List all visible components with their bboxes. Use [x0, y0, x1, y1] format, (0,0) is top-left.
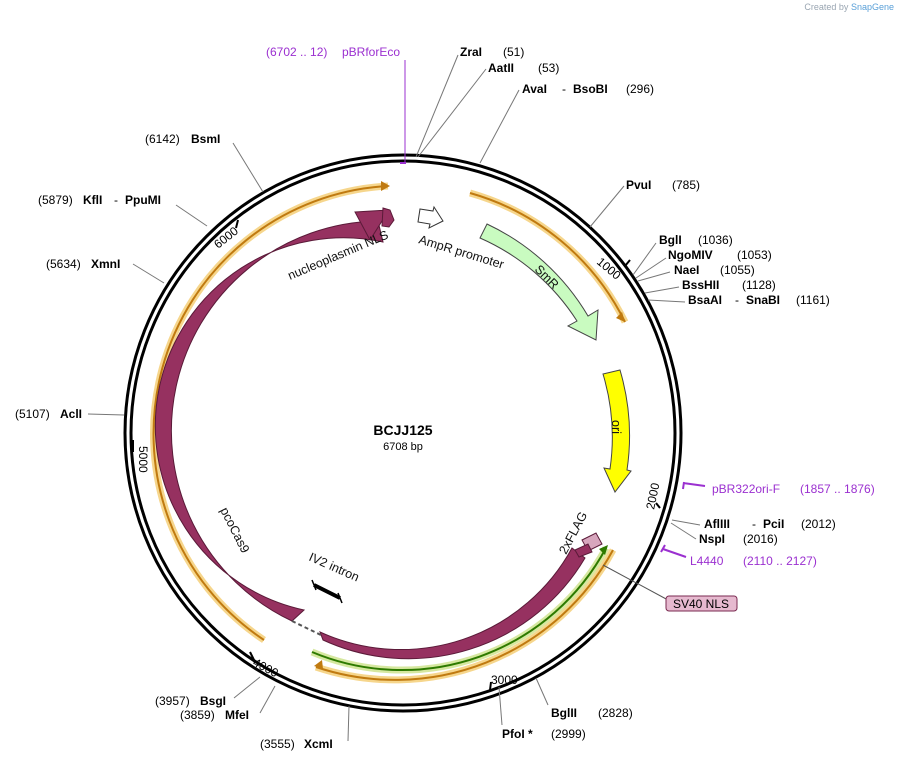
- site-aatii-name: AatII: [488, 61, 514, 75]
- site-bglii-name: BglII: [551, 706, 577, 720]
- intron-dashed-link: [291, 620, 324, 637]
- site-bsshii-pos: (1128): [742, 278, 776, 292]
- site-afliii-sep: -: [752, 517, 756, 531]
- site-zrai-pos: (51): [503, 45, 524, 59]
- green-arrow: [310, 545, 610, 674]
- plasmid-name: BCJJ125: [373, 422, 432, 438]
- primer-l4440-name: L4440: [690, 554, 724, 568]
- site-xcmi-name: XcmI: [304, 737, 333, 751]
- site-nspi-pos: (2016): [743, 532, 778, 546]
- primer-l4440-mark: [660, 544, 687, 558]
- site-pfoi-pos: (2999): [551, 727, 586, 741]
- site-bgli-name: BglI: [659, 233, 682, 247]
- site-avai-name: AvaI: [522, 82, 547, 96]
- smr-arrow: [479, 223, 599, 341]
- site-bsaai-name: BsaAI: [688, 293, 722, 307]
- pcocas9-arrowhead: [354, 209, 390, 241]
- site-pvui-name: PvuI: [626, 178, 651, 192]
- site-zrai-name: ZraI: [460, 45, 482, 59]
- site-nspi-name: NspI: [699, 532, 725, 546]
- site-xmni-pos: (5634): [46, 257, 81, 271]
- pcocas9-segment-1: [319, 547, 586, 660]
- site-kfli-ppumi-pos: (5879): [38, 193, 73, 207]
- iv2-intron-bar: [313, 583, 341, 600]
- site-bsaai-sep: -: [735, 293, 739, 307]
- plasmid-size: 6708 bp: [383, 441, 423, 453]
- primer-pbrforeco-range: (6702 .. 12): [266, 45, 327, 59]
- created-by-text: Created by: [804, 2, 849, 12]
- nucleoplasmin-nls-arrow: [381, 207, 395, 228]
- primer-l4440-range: (2110 .. 2127): [743, 554, 817, 568]
- site-ngomiv-pos: (1053): [737, 248, 772, 262]
- site-bsaai-snabi-pos: (1161): [796, 293, 830, 307]
- site-bsmi-name: BsmI: [191, 132, 220, 146]
- site-afliii-pcii-pos: (2012): [801, 517, 836, 531]
- site-aatii-pos: (53): [538, 61, 559, 75]
- site-leader-lines: [87, 54, 701, 742]
- sv40-nls-leader: [602, 564, 669, 601]
- site-pvui-pos: (785): [672, 178, 700, 192]
- site-avai-bsobi-pos: (296): [626, 82, 654, 96]
- site-bglii-pos: (2828): [598, 706, 633, 720]
- site-naei-pos: (1055): [720, 263, 755, 277]
- site-acli-pos: (5107): [15, 407, 50, 421]
- site-acli-name: AclI: [60, 407, 82, 421]
- tick-label-4000: 4000: [251, 655, 281, 680]
- tick-marks: [132, 219, 661, 691]
- site-bsmi-pos: (6142): [145, 132, 180, 146]
- iv2-intron-ends: [311, 579, 343, 604]
- primer-pbrforeco-name: pBRforEco: [342, 45, 400, 59]
- site-avai-sep: -: [562, 82, 566, 96]
- site-ngomiv-name: NgoMIV: [668, 248, 713, 262]
- site-kfli-sep: -: [114, 193, 118, 207]
- label-ori: ori: [609, 420, 623, 434]
- sv40-nls-box: [665, 595, 738, 612]
- snapgene-branding: Created by SnapGene: [804, 2, 894, 12]
- site-naei-name: NaeI: [674, 263, 699, 277]
- backbone-inner-strand: [129, 159, 677, 707]
- primer-pbr322ori-f-mark: [682, 481, 706, 490]
- pcocas9-segment-2: [154, 220, 384, 622]
- site-xcmi-pos: (3555): [260, 737, 295, 751]
- label-iv2-intron: IV2 intron: [307, 550, 362, 585]
- site-mfei-name: MfeI: [225, 708, 249, 722]
- tick-label-2000: 2000: [643, 481, 662, 510]
- site-bgli-pos: (1036): [698, 233, 733, 247]
- ampr-promoter-arrow: [417, 205, 444, 229]
- tick-label-5000: 5000: [136, 446, 150, 473]
- primer-pbr322ori-f-range: (1857 .. 1876): [800, 482, 875, 496]
- ori-arrow: [602, 369, 632, 493]
- site-pfoi-name: PfoI *: [502, 727, 533, 741]
- backbone-outer-strand: [123, 153, 683, 713]
- label-sv40-nls: SV40 NLS: [673, 597, 729, 611]
- site-ppumi-name: PpuMI: [125, 193, 161, 207]
- site-snabi-name: SnaBI: [746, 293, 780, 307]
- primer-pbr322ori-f-name: pBR322ori-F: [712, 482, 780, 496]
- site-mfei-pos: (3859): [180, 708, 215, 722]
- label-pcocas9: pcoCas9: [217, 505, 252, 555]
- site-bsobi-name: BsoBI: [573, 82, 608, 96]
- twoxflag-arrow: [574, 543, 593, 558]
- site-afliii-name: AflIII: [704, 517, 730, 531]
- site-bsgi-pos: (3957): [155, 694, 190, 708]
- orf-arrows: [150, 181, 629, 684]
- site-pcii-name: PciI: [763, 517, 784, 531]
- site-kfli-name: KflI: [83, 193, 102, 207]
- tick-label-3000: 3000: [491, 673, 518, 687]
- snapgene-logo-text: SnapGene: [850, 2, 894, 12]
- site-bsshii-name: BssHII: [682, 278, 719, 292]
- site-xmni-name: XmnI: [91, 257, 120, 271]
- site-bsgi-name: BsgI: [200, 694, 226, 708]
